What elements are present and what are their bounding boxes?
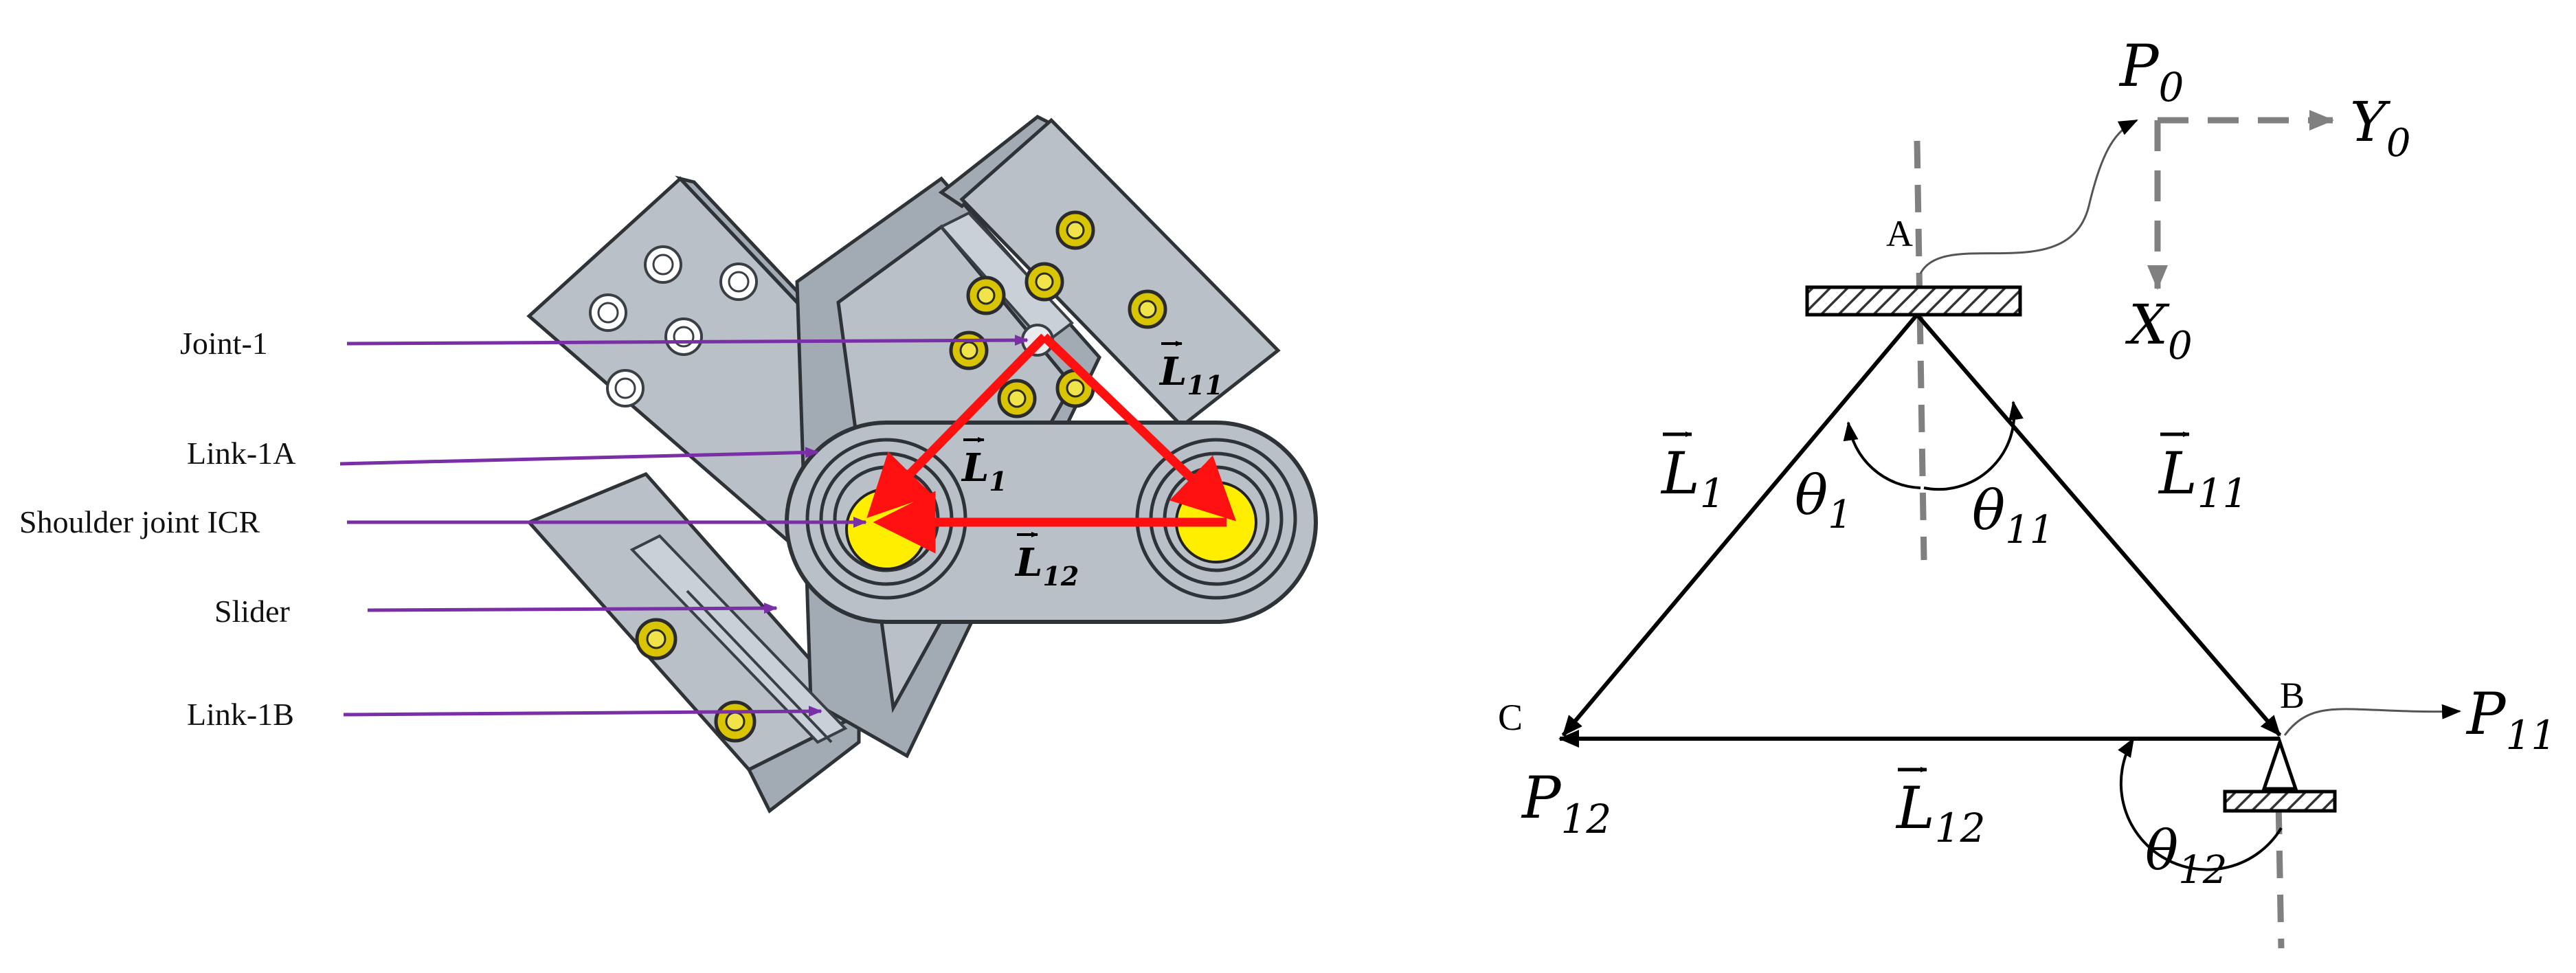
ground-plate-a xyxy=(1805,285,2022,317)
svg-text:θ11: θ11 xyxy=(1972,478,2054,552)
svg-text:P12: P12 xyxy=(1521,764,1611,842)
svg-text:θ12: θ12 xyxy=(2145,818,2227,893)
callout-label-link-1a: Link-1A xyxy=(187,436,295,471)
right-l1-subscript: 1 xyxy=(1700,470,1725,517)
theta12-subscript: 12 xyxy=(2178,848,2227,893)
dashed-axis-b xyxy=(2274,762,2285,949)
svg-text:L1: L1 xyxy=(1660,440,1725,517)
right-vector-label-l12: L12 xyxy=(1895,767,1986,851)
p11-leader-curve xyxy=(2283,704,2461,736)
screws-upper xyxy=(949,210,1167,418)
svg-text:P11: P11 xyxy=(2465,680,2556,759)
ground-plate-b xyxy=(2223,790,2337,813)
p0-leader-curve xyxy=(1919,119,2138,274)
svg-text:Y0: Y0 xyxy=(2350,90,2410,166)
callout-label-joint-1: Joint-1 xyxy=(180,326,268,361)
frame-label-p12: P12 xyxy=(1521,764,1611,842)
svg-text:X0: X0 xyxy=(2125,293,2193,368)
link-1a-holes xyxy=(589,245,758,407)
angle-label-theta1: θ1 xyxy=(1795,463,1852,537)
red-vector-triangle xyxy=(866,333,1237,554)
slider-rods xyxy=(629,211,1074,744)
callout-line-link-1b xyxy=(343,706,822,717)
point-b-label: B xyxy=(2280,675,2305,716)
left-l12-subscript: 12 xyxy=(1042,561,1079,592)
angle-label-theta12: θ12 xyxy=(2145,818,2227,893)
upper-right-block xyxy=(938,115,1281,429)
l11-vector-arrow xyxy=(1041,333,1237,522)
right-l11-subscript: 11 xyxy=(2197,470,2248,517)
svg-text:θ1: θ1 xyxy=(1795,463,1852,537)
pin-support-b xyxy=(2261,737,2298,791)
svg-text:P0: P0 xyxy=(2118,32,2184,111)
callout-label-shoulder-joint-icr: Shoulder joint ICR xyxy=(19,504,260,539)
callout-label-link-1b: Link-1B xyxy=(187,697,294,732)
callout-line-slider xyxy=(367,603,778,614)
p12-subscript: 12 xyxy=(1561,796,1612,842)
callout-line-link-1a xyxy=(339,447,819,466)
theta12-arc xyxy=(2118,737,2283,871)
x0-subscript: 0 xyxy=(2168,324,2193,368)
svg-text:L12: L12 xyxy=(1895,774,1986,851)
axis-label-y0: Y0 xyxy=(2350,90,2410,166)
angle-label-theta11: θ11 xyxy=(1972,478,2054,552)
theta11-arc xyxy=(1923,401,2024,491)
point-a-label: A xyxy=(1886,213,1913,254)
theta11-subscript: 11 xyxy=(2005,508,2054,552)
kinematic-schematic xyxy=(1558,110,2461,949)
callout-label-slider: Slider xyxy=(214,594,290,629)
p0-subscript: 0 xyxy=(2159,64,2184,111)
right-vector-label-l1: L1 xyxy=(1660,432,1725,517)
link-l11-line xyxy=(1915,313,2282,737)
callout-line-joint-1 xyxy=(346,335,1029,346)
right-vector-label-l11: L11 xyxy=(2158,432,2248,517)
right-l12-subscript: 12 xyxy=(1935,805,1986,851)
callout-lines xyxy=(339,335,1029,717)
frame-label-p11: P11 xyxy=(2465,680,2556,759)
theta1-subscript: 1 xyxy=(1828,493,1852,537)
dashed-axis-a xyxy=(1914,140,1927,561)
l1-vector-arrow xyxy=(866,333,1048,518)
frame-label-p0: P0 xyxy=(2118,32,2184,111)
point-c-label: C xyxy=(1498,697,1523,738)
theta1-arc xyxy=(1843,421,1921,489)
svg-text:L11: L11 xyxy=(2158,440,2248,517)
p11-subscript: 11 xyxy=(2506,712,2557,759)
axis-label-x0: X0 xyxy=(2125,293,2193,368)
left-l11-subscript: 11 xyxy=(1187,370,1223,401)
link-l1-line xyxy=(1561,313,1919,737)
y0-subscript: 0 xyxy=(2386,121,2411,166)
left-l1-subscript: 1 xyxy=(989,466,1007,497)
